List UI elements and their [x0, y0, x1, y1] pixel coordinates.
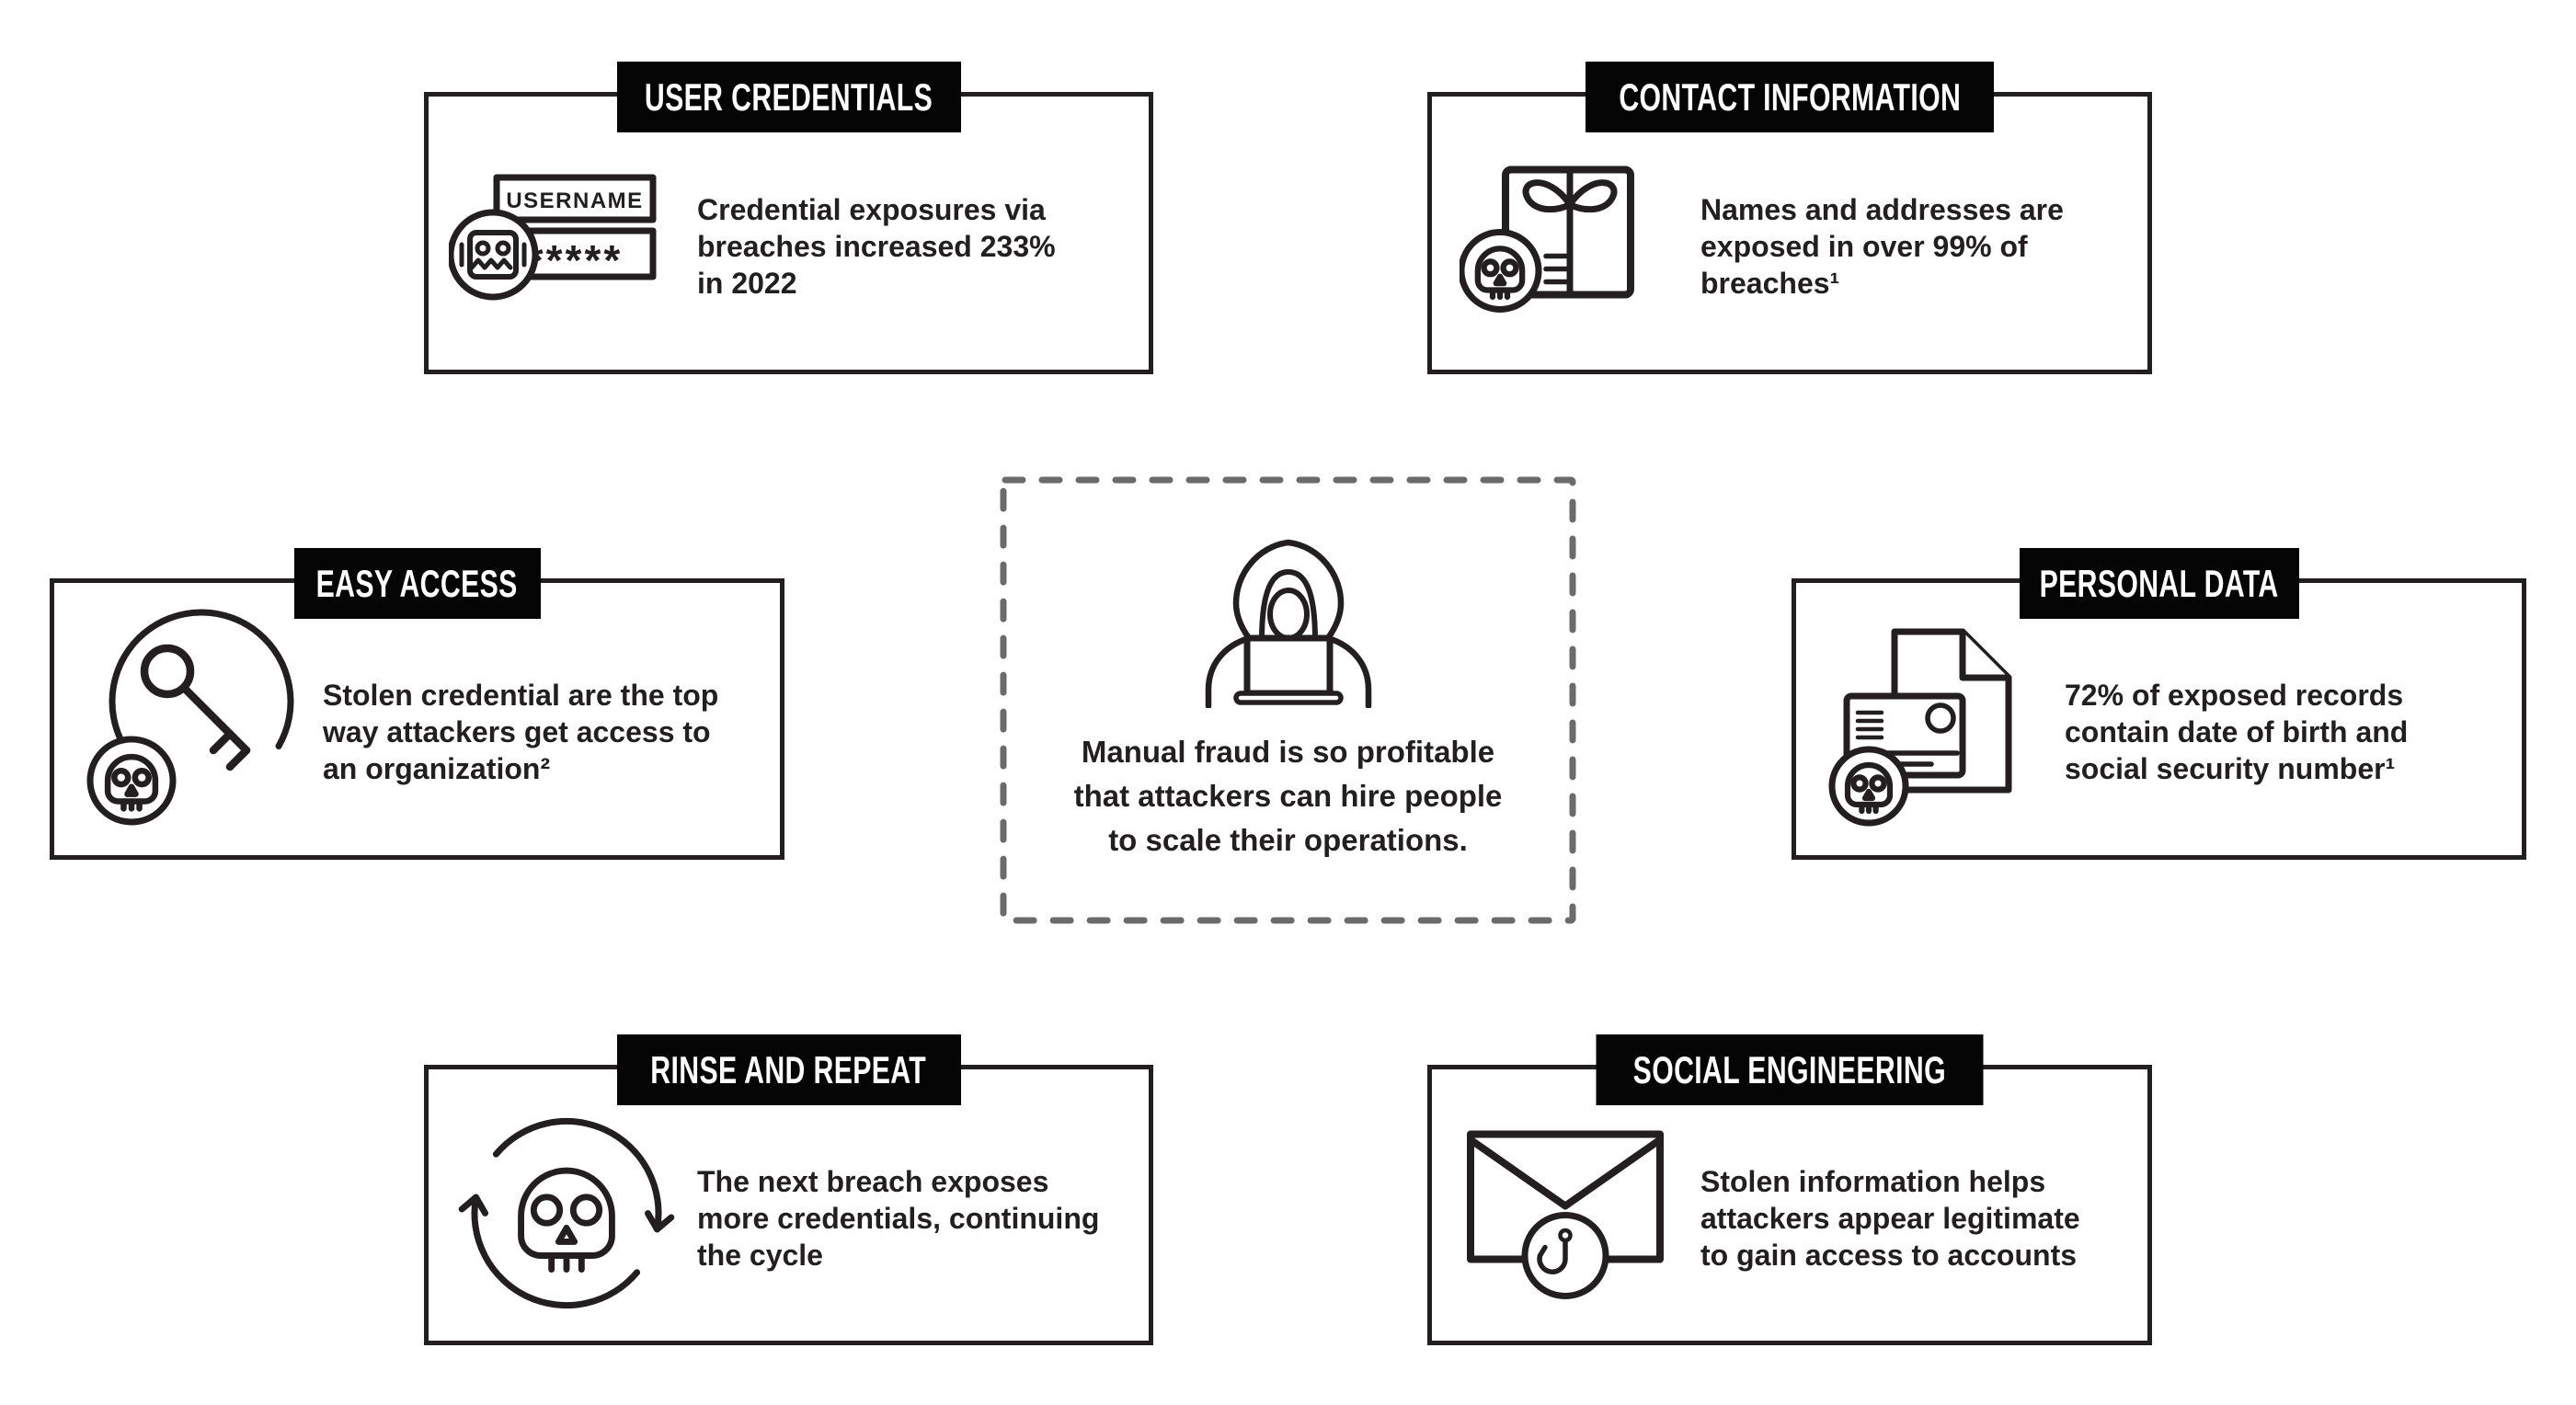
panel-title: RINSE AND REPEAT: [650, 1047, 927, 1091]
key-skull-icon: [73, 600, 316, 849]
skull-cycle-icon: [452, 1089, 681, 1332]
credentials-skull-icon: USERNAME *****: [449, 152, 660, 326]
panel-text: Names and addresses are exposed in over …: [1700, 192, 2064, 300]
password-field-value: *****: [527, 236, 624, 284]
panel-title: USER CREDENTIALS: [644, 74, 933, 119]
panel-user-credentials: USER CREDENTIALS USERNAME ***** Credenti…: [424, 62, 1153, 374]
panel-rinse-and-repeat: RINSE AND REPEAT The next breach exposes…: [424, 1034, 1153, 1345]
panel-social-engineering: SOCIAL ENGINEERING Stolen information he…: [1427, 1034, 2152, 1345]
panel-text: 72% of exposed records contain date of b…: [2065, 679, 2409, 785]
panel-personal-data: PERSONAL DATA 72% of exposed re: [1792, 548, 2526, 860]
username-field-label: USERNAME: [506, 188, 643, 213]
panel-title-bar: RINSE AND REPEAT: [616, 1034, 961, 1105]
panel-title-bar: USER CREDENTIALS: [616, 62, 961, 132]
panel-text: Stolen information helps attackers appea…: [1700, 1164, 2080, 1272]
panel-title-bar: EASY ACCESS: [293, 548, 541, 619]
panel-contact-information: CONTACT INFORMATION Names and addresses: [1427, 62, 2152, 374]
center-panel-text: Manual fraud is so profitable that attac…: [1073, 735, 1503, 857]
panel-title-bar: CONTACT INFORMATION: [1586, 62, 1994, 132]
panel-title: CONTACT INFORMATION: [1619, 74, 1961, 119]
center-panel-manual-fraud: Manual fraud is so profitable that attac…: [1000, 476, 1576, 924]
document-card-skull-icon: [1828, 619, 2026, 830]
panel-text: The next breach exposes more credentials…: [697, 1164, 1100, 1272]
dashed-border: [1000, 476, 1576, 924]
panel-text: Credential exposures via breaches increa…: [697, 192, 1056, 300]
panel-text: Stolen credential are the top way attack…: [323, 679, 719, 785]
envelope-hook-icon: [1460, 1121, 1671, 1300]
panel-title: EASY ACCESS: [315, 561, 519, 605]
panel-title-bar: SOCIAL ENGINEERING: [1596, 1034, 1984, 1105]
panel-easy-access: EASY ACCESS Stolen credential are the to…: [50, 548, 784, 860]
panel-title-bar: PERSONAL DATA: [2019, 548, 2299, 619]
hooded-hacker-icon: [1174, 533, 1403, 713]
gift-skull-icon: [1460, 149, 1643, 328]
panel-title: SOCIAL ENGINEERING: [1632, 1047, 1947, 1091]
panel-title: PERSONAL DATA: [2039, 561, 2279, 605]
